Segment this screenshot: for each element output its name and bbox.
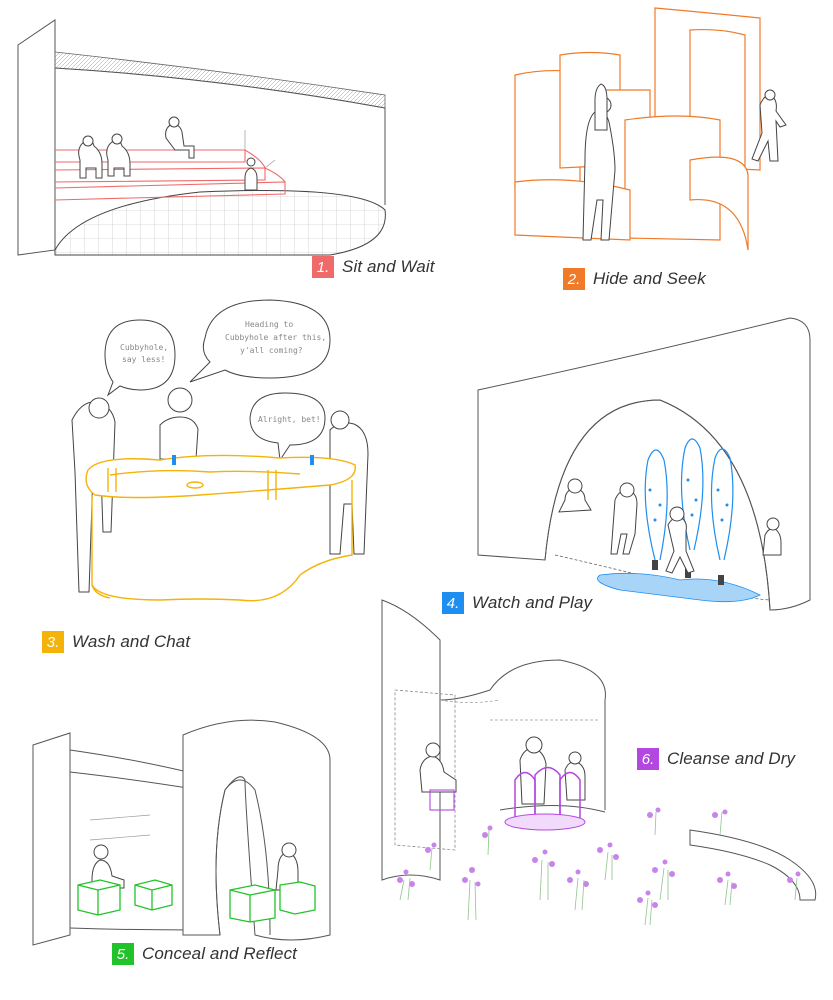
panel-wash-and-chat: Cubbyhole, say less! Heading to Cubbyhol…: [71, 299, 369, 602]
bubble-1-line-1: Cubbyhole,: [120, 343, 168, 352]
panel-hide-and-seek: [514, 7, 787, 251]
bubble-2-line-3: y'all coming?: [240, 346, 303, 355]
speech-bubble-2: Heading to Cubbyhole after this, y'all c…: [189, 299, 331, 383]
caption-1-number: 1.: [312, 256, 334, 278]
caption-2-number: 2.: [563, 268, 585, 290]
bubble-1-line-2: say less!: [122, 355, 165, 364]
panel-conceal-and-reflect: [32, 719, 331, 946]
caption-4: 4. Watch and Play: [442, 592, 592, 614]
caption-2-label: Hide and Seek: [593, 269, 706, 288]
speech-bubble-3: Alright, bet!: [249, 392, 326, 462]
panel-sit-and-wait: [17, 19, 386, 256]
caption-3-label: Wash and Chat: [72, 632, 191, 651]
caption-1-label: Sit and Wait: [342, 257, 435, 276]
caption-6: 6. Cleanse and Dry: [637, 748, 795, 770]
hiding-people: [582, 83, 787, 241]
seated-people: [78, 116, 258, 191]
caption-6-number: 6.: [637, 748, 659, 770]
caption-2: 2. Hide and Seek: [563, 268, 706, 290]
caption-5: 5. Conceal and Reflect: [112, 943, 297, 965]
caption-5-label: Conceal and Reflect: [142, 944, 297, 963]
lavender-plants: [397, 807, 801, 926]
caption-3: 3. Wash and Chat: [42, 631, 190, 653]
bubble-3-line-1: Alright, bet!: [258, 415, 321, 424]
caption-4-number: 4.: [442, 592, 464, 614]
caption-4-label: Watch and Play: [472, 593, 593, 612]
panel-watch-and-play: [477, 317, 811, 611]
caption-6-label: Cleanse and Dry: [667, 749, 796, 768]
bubble-2-line-1: Heading to: [245, 320, 293, 329]
bubble-2-line-2: Cubbyhole after this,: [225, 333, 326, 342]
caption-5-number: 5.: [112, 943, 134, 965]
caption-1: 1. Sit and Wait: [312, 256, 435, 278]
speech-bubble-1: Cubbyhole, say less!: [104, 319, 176, 397]
playing-kids: [558, 478, 782, 574]
chatting-people: [71, 387, 369, 593]
caption-3-number: 3.: [42, 631, 64, 653]
cleansing-people: [419, 736, 586, 805]
panel-cleanse-and-dry: [381, 599, 817, 926]
